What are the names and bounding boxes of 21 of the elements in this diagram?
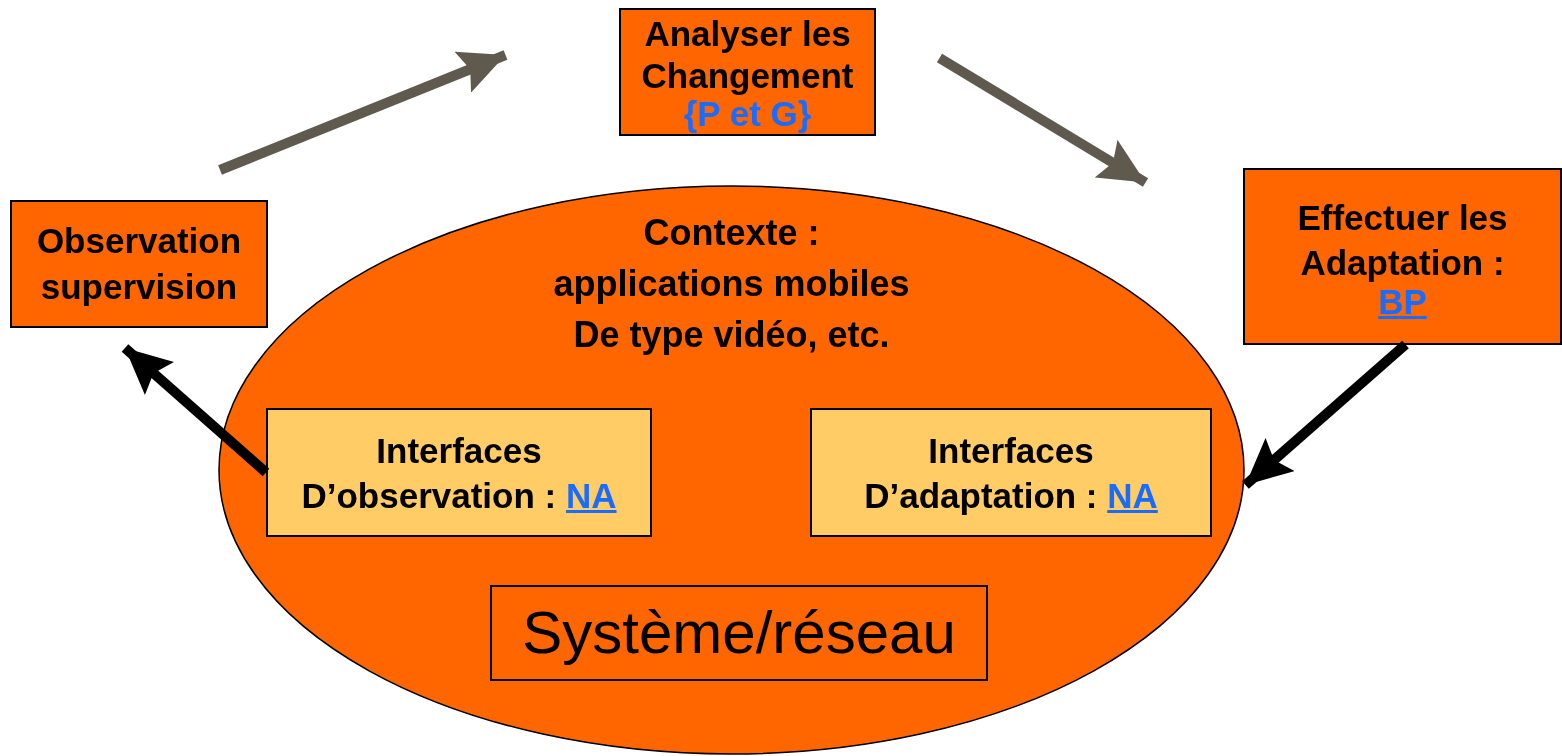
interface-box xyxy=(810,408,1212,537)
process-box xyxy=(1243,168,1562,345)
box-label: Interfaces D’observation : xyxy=(301,430,557,515)
box-label: Contexte : applications mobiles De type vidéo, etc. xyxy=(553,212,910,355)
process-box xyxy=(10,200,268,328)
reference-label: {P et G} xyxy=(683,97,812,131)
interface-box xyxy=(266,408,652,537)
box-label: Interfaces D’adaptation : xyxy=(864,430,1098,515)
box-label: Analyser les Changement xyxy=(640,13,855,97)
box-label: Effectuer les Adaptation : xyxy=(1296,196,1509,284)
arrow xyxy=(1242,340,1409,489)
arrow xyxy=(218,50,508,175)
arrow xyxy=(936,53,1149,187)
box-label: Observation supervision xyxy=(36,221,242,306)
link: NA xyxy=(565,475,617,515)
system-box xyxy=(490,585,988,681)
process-box xyxy=(619,8,876,136)
link: NA xyxy=(1107,475,1158,515)
link: BP xyxy=(1378,284,1427,319)
arrow xyxy=(121,344,270,477)
box-label: Système/réseau xyxy=(522,599,956,666)
